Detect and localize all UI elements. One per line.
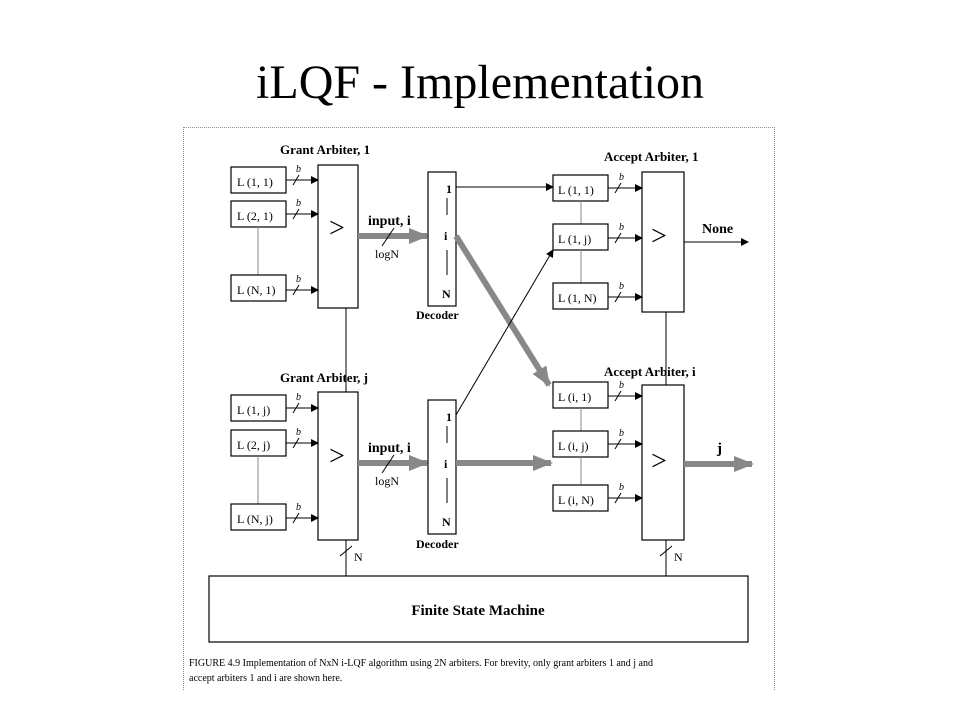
input-label: L (N, 1) [237,283,276,297]
svg-text:b: b [619,222,624,233]
decoder-bottom-to-accept-1 [455,249,554,416]
accept-arbiter-1-block [641,171,685,313]
grant-arbiter-j-title: Grant Arbiter, j [280,370,368,385]
accept-i-output-label: j [716,441,722,457]
accept-arbiter-1-input-1: L (1, 1) b [552,172,643,202]
grant-arbiter-1-block [317,164,359,309]
accept-arbiter-i-symbol: > [651,446,667,477]
svg-text:N: N [442,287,451,301]
grant-j-output-label: input, i [368,441,411,456]
accept-arbiter-1-symbol: > [651,221,667,252]
input-label: L (1, 1) [237,175,273,189]
accept-arbiter-i-input-1: L (i, 1) b [552,380,643,409]
decoder-bottom-label: Decoder [416,537,459,551]
figure-caption-line-2: accept arbiters 1 and i are shown here. [189,673,342,684]
accept-arbiter-i-input-j: L (i, j) b [552,428,643,458]
grant-j-width-label: logN [375,474,399,488]
finite-state-machine-block [208,575,749,643]
input-label: L (1, 1) [558,183,594,197]
grant-arbiter-1-input-1: L (1, 1) b [230,164,319,194]
accept-arbiter-1-input-j: L (1, j) b [552,222,643,251]
slide-title: iLQF - Implementation [256,56,704,109]
accept-arbiter-1-input-n: L (1, N) b [552,281,643,310]
decoder-bottom-block [427,399,457,535]
svg-text:b: b [296,274,301,285]
svg-text:b: b [619,428,624,439]
svg-text:b: b [296,502,301,513]
svg-text:i: i [444,457,448,471]
svg-text:b: b [296,164,301,175]
grant-arbiter-j-symbol: > [329,441,345,472]
grant-arbiter-j-input-1: L (1, j) b [230,392,319,422]
input-label: L (1, N) [558,291,597,305]
grant-arbiter-1-input-2: L (2, 1) b [230,198,319,228]
grant-arbiter-j-input-2: L (2, j) b [230,427,319,457]
accept-arbiter-i-block [641,384,685,541]
svg-text:b: b [296,427,301,438]
input-label: L (i, j) [558,439,589,453]
svg-text:N: N [674,550,683,564]
grant-arbiter-1-title: Grant Arbiter, 1 [280,142,370,157]
input-label: L (N, j) [237,512,273,526]
svg-text:1: 1 [446,182,452,196]
grant-arbiter-j-block [317,391,359,541]
finite-state-machine-label: Finite State Machine [411,603,545,619]
accept-arbiter-i-title: Accept Arbiter, i [604,364,696,379]
decoder-top-label: Decoder [416,308,459,322]
accept-1-output-label: None [702,222,733,237]
decoder-top-block [427,171,457,307]
svg-text:b: b [619,380,624,391]
grant-1-output-label: input, i [368,214,411,229]
grant-arbiter-j-input-n: L (N, j) b [230,502,319,531]
input-label: L (2, 1) [237,209,273,223]
svg-text:b: b [296,392,301,403]
input-label: L (1, j) [237,403,270,417]
svg-text:1: 1 [446,410,452,424]
decoder-top-to-accept-i [453,234,552,387]
svg-text:N: N [354,550,363,564]
figure-caption-line-1: FIGURE 4.9 Implementation of NxN i-LQF a… [189,658,653,669]
input-label: L (i, N) [558,493,594,507]
figure-frame [183,127,775,690]
input-label: L (1, j) [558,232,591,246]
accept-arbiter-1-title: Accept Arbiter, 1 [604,149,698,164]
grant-1-width-label: logN [375,247,399,261]
accept-arbiter-i-input-n: L (i, N) b [552,482,643,512]
svg-text:b: b [619,482,624,493]
svg-text:b: b [619,281,624,292]
svg-text:b: b [296,198,301,209]
grant-arbiter-1-input-n: L (N, 1) b [230,274,319,302]
svg-text:b: b [619,172,624,183]
input-label: L (2, j) [237,438,270,452]
svg-text:i: i [444,229,448,243]
input-label: L (i, 1) [558,390,591,404]
svg-text:N: N [442,515,451,529]
grant-arbiter-1-symbol: > [329,213,345,244]
